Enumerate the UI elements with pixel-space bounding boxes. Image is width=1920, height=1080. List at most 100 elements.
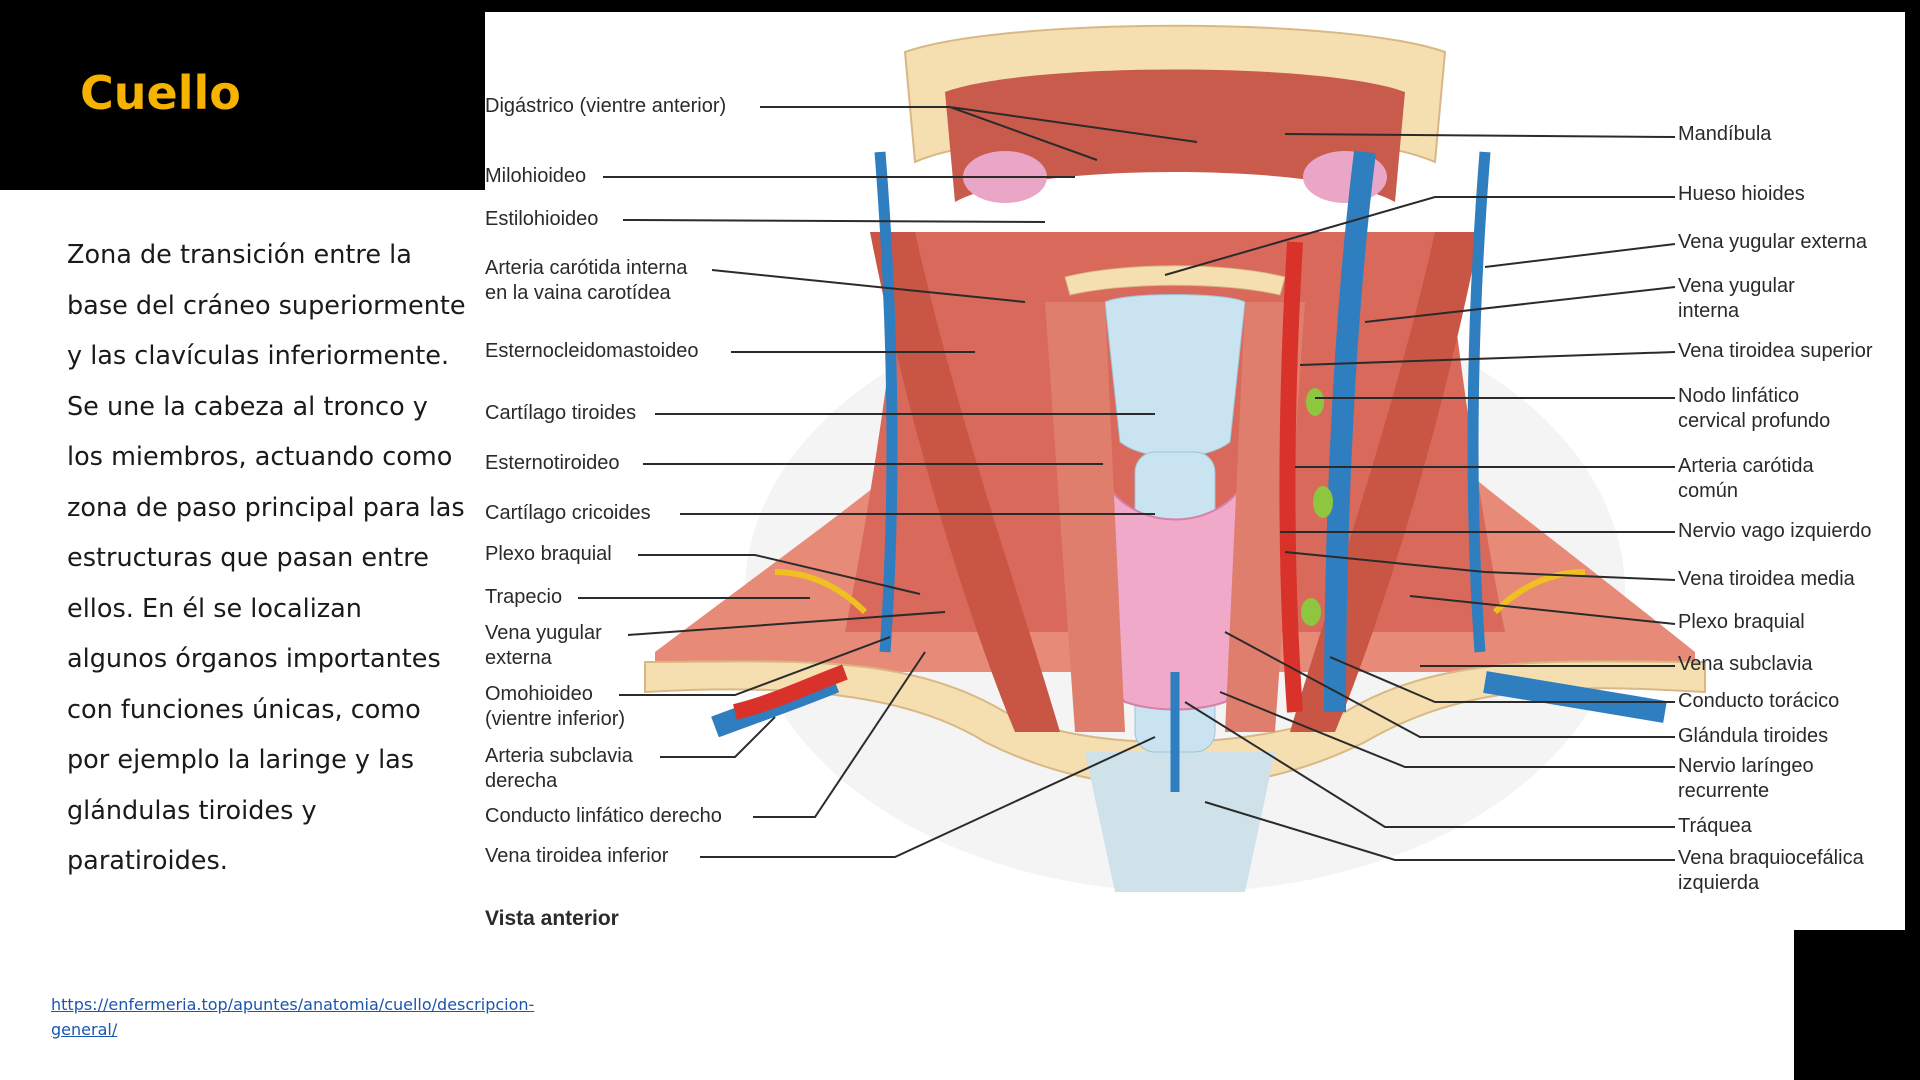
left-label-14: Vena tiroidea inferior [485,845,669,867]
left-label-8-line-0: Plexo braquial [485,543,612,565]
leader-line-tiroidea-superior [1299,351,1676,366]
right-label-6-line-1: común [1678,480,1738,502]
right-label-5-line-1: cervical profundo [1678,410,1830,432]
left-label-8: Plexo braquial [485,543,612,565]
right-black-strip [1905,12,1920,930]
left-internal-jugular-vein [1324,150,1376,713]
right-label-15-line-0: Vena braquiocefálica [1678,847,1865,869]
right-label-3-line-0: Vena yugular [1678,275,1795,297]
right-label-15-line-1: izquierda [1678,872,1760,894]
neck-anatomy-figure: Digástrico (vientre anterior) Milohioideo… [485,12,1905,942]
clavicle-bones [644,660,1706,788]
right-label-7-line-0: Nervio vago izquierdo [1678,520,1871,542]
leader-line-yugular-interna [1364,286,1676,323]
right-label-8-line-0: Vena tiroidea media [1678,568,1856,590]
right-label-14: Tráquea [1678,815,1753,837]
right-label-13-line-1: recurrente [1678,780,1769,802]
leader-line-conducto-toracico [1329,656,1675,703]
sternum [1085,752,1275,892]
leader-line-tiroidea-inferior [700,736,1156,858]
right-label-9: Plexo braquial [1678,611,1805,633]
left-label-group: Digástrico (vientre anterior) Milohioideo… [485,95,726,867]
leader-line-mandibula [1284,133,1676,138]
left-label-13: Conducto linfático derecho [485,805,722,827]
right-label-11-line-0: Conducto torácico [1678,690,1839,712]
leader-line-plexo-braquial-der [1409,595,1676,625]
left-label-4: Esternocleidomastoideo [485,340,698,362]
leader-line-omohioideo [619,636,891,696]
left-label-0-line-0: Digástrico (vientre anterior) [485,95,726,117]
leader-line-vena-yugular-externa-izq [627,611,946,636]
right-label-11: Conducto torácico [1678,690,1839,712]
left-label-13-line-0: Conducto linfático derecho [485,805,722,827]
leader-line-traquea [1184,701,1675,828]
left-strap-muscle [1045,302,1125,732]
leader-line-conducto-linfatico [753,651,926,818]
right-label-5-line-0: Nodo linfático [1678,385,1799,407]
corner-black-box [1794,930,1920,1080]
right-label-7: Nervio vago izquierdo [1678,520,1871,542]
right-label-2: Vena yugular externa [1678,231,1868,253]
thyroid-cartilage [1104,294,1246,458]
right-label-1: Hueso hioides [1678,183,1805,205]
leader-line-digastrico [760,106,1198,161]
left-label-11-line-1: (vientre inferior) [485,708,625,730]
lymph-node-2 [1313,486,1333,518]
left-label-11-line-0: Omohioideo [485,683,593,705]
right-label-9-line-0: Plexo braquial [1678,611,1805,633]
right-label-8: Vena tiroidea media [1678,568,1856,590]
right-label-0: Mandíbula [1678,123,1772,145]
left-label-7-line-0: Cartílago cricoides [485,502,651,524]
leader-line-subclavia-derecha [660,716,776,758]
right-label-2-line-0: Vena yugular externa [1678,231,1868,253]
left-label-7: Cartílago cricoides [485,502,651,524]
right-label-12-line-0: Glándula tiroides [1678,725,1828,747]
right-label-5: Nodo linfático cervical profundo [1678,385,1830,432]
top-black-strip [485,0,1920,12]
leader-line-nervio-laringeo [1219,691,1675,768]
left-scm-muscle [870,232,1060,732]
left-label-5-line-0: Cartílago tiroides [485,402,636,424]
left-subclavian-vein [1483,671,1667,723]
right-label-10-line-0: Vena subclavia [1678,653,1813,675]
title-block: Cuello [0,0,485,190]
left-label-1: Milohioideo [485,165,586,187]
right-label-4-line-0: Vena tiroidea superior [1678,340,1873,362]
leader-line-carotida-interna [711,269,1026,303]
right-label-15: Vena braquiocefálica izquierda [1678,847,1865,894]
left-common-carotid-artery [1279,241,1303,713]
right-subclavian-artery [733,664,848,720]
source-link[interactable]: https://enfermeria.top/apuntes/anatomia/… [51,995,535,1039]
right-label-14-line-0: Tráquea [1678,815,1753,837]
leader-line-braquiocefalica [1204,801,1675,861]
leader-line-estilohioideo [622,219,1046,223]
left-label-11: Omohioideo (vientre inferior) [485,683,625,730]
leader-line-hueso-hioides [1164,196,1675,276]
right-label-12: Glándula tiroides [1678,725,1828,747]
right-label-3-line-1: interna [1678,300,1740,322]
left-label-12-line-1: derecha [485,770,558,792]
right-label-3: Vena yugular interna [1678,275,1795,322]
left-label-6-line-0: Esternotiroideo [485,452,620,474]
left-external-jugular-vein [1467,151,1491,653]
left-label-9-line-0: Trapecio [485,586,562,608]
left-label-12-line-0: Arteria subclavia [485,745,634,767]
left-label-2: Estilohioideo [485,208,598,230]
leader-line-tiroidea-media [1284,551,1676,581]
right-label-10: Vena subclavia [1678,653,1813,675]
left-label-3-line-1: en la vaina carotídea [485,282,672,304]
leader-line-glandula-tiroides [1224,631,1675,738]
lymph-node-3 [1301,598,1321,626]
view-caption: Vista anterior [485,907,619,930]
neck-anatomy-illustration: Digástrico (vientre anterior) Milohioideo… [485,24,1873,930]
right-label-1-line-0: Hueso hioides [1678,183,1805,205]
slide-title: Cuello [80,66,241,120]
left-label-4-line-0: Esternocleidomastoideo [485,340,698,362]
right-external-jugular-vein [874,151,898,653]
hyoid-bone [1064,265,1286,296]
